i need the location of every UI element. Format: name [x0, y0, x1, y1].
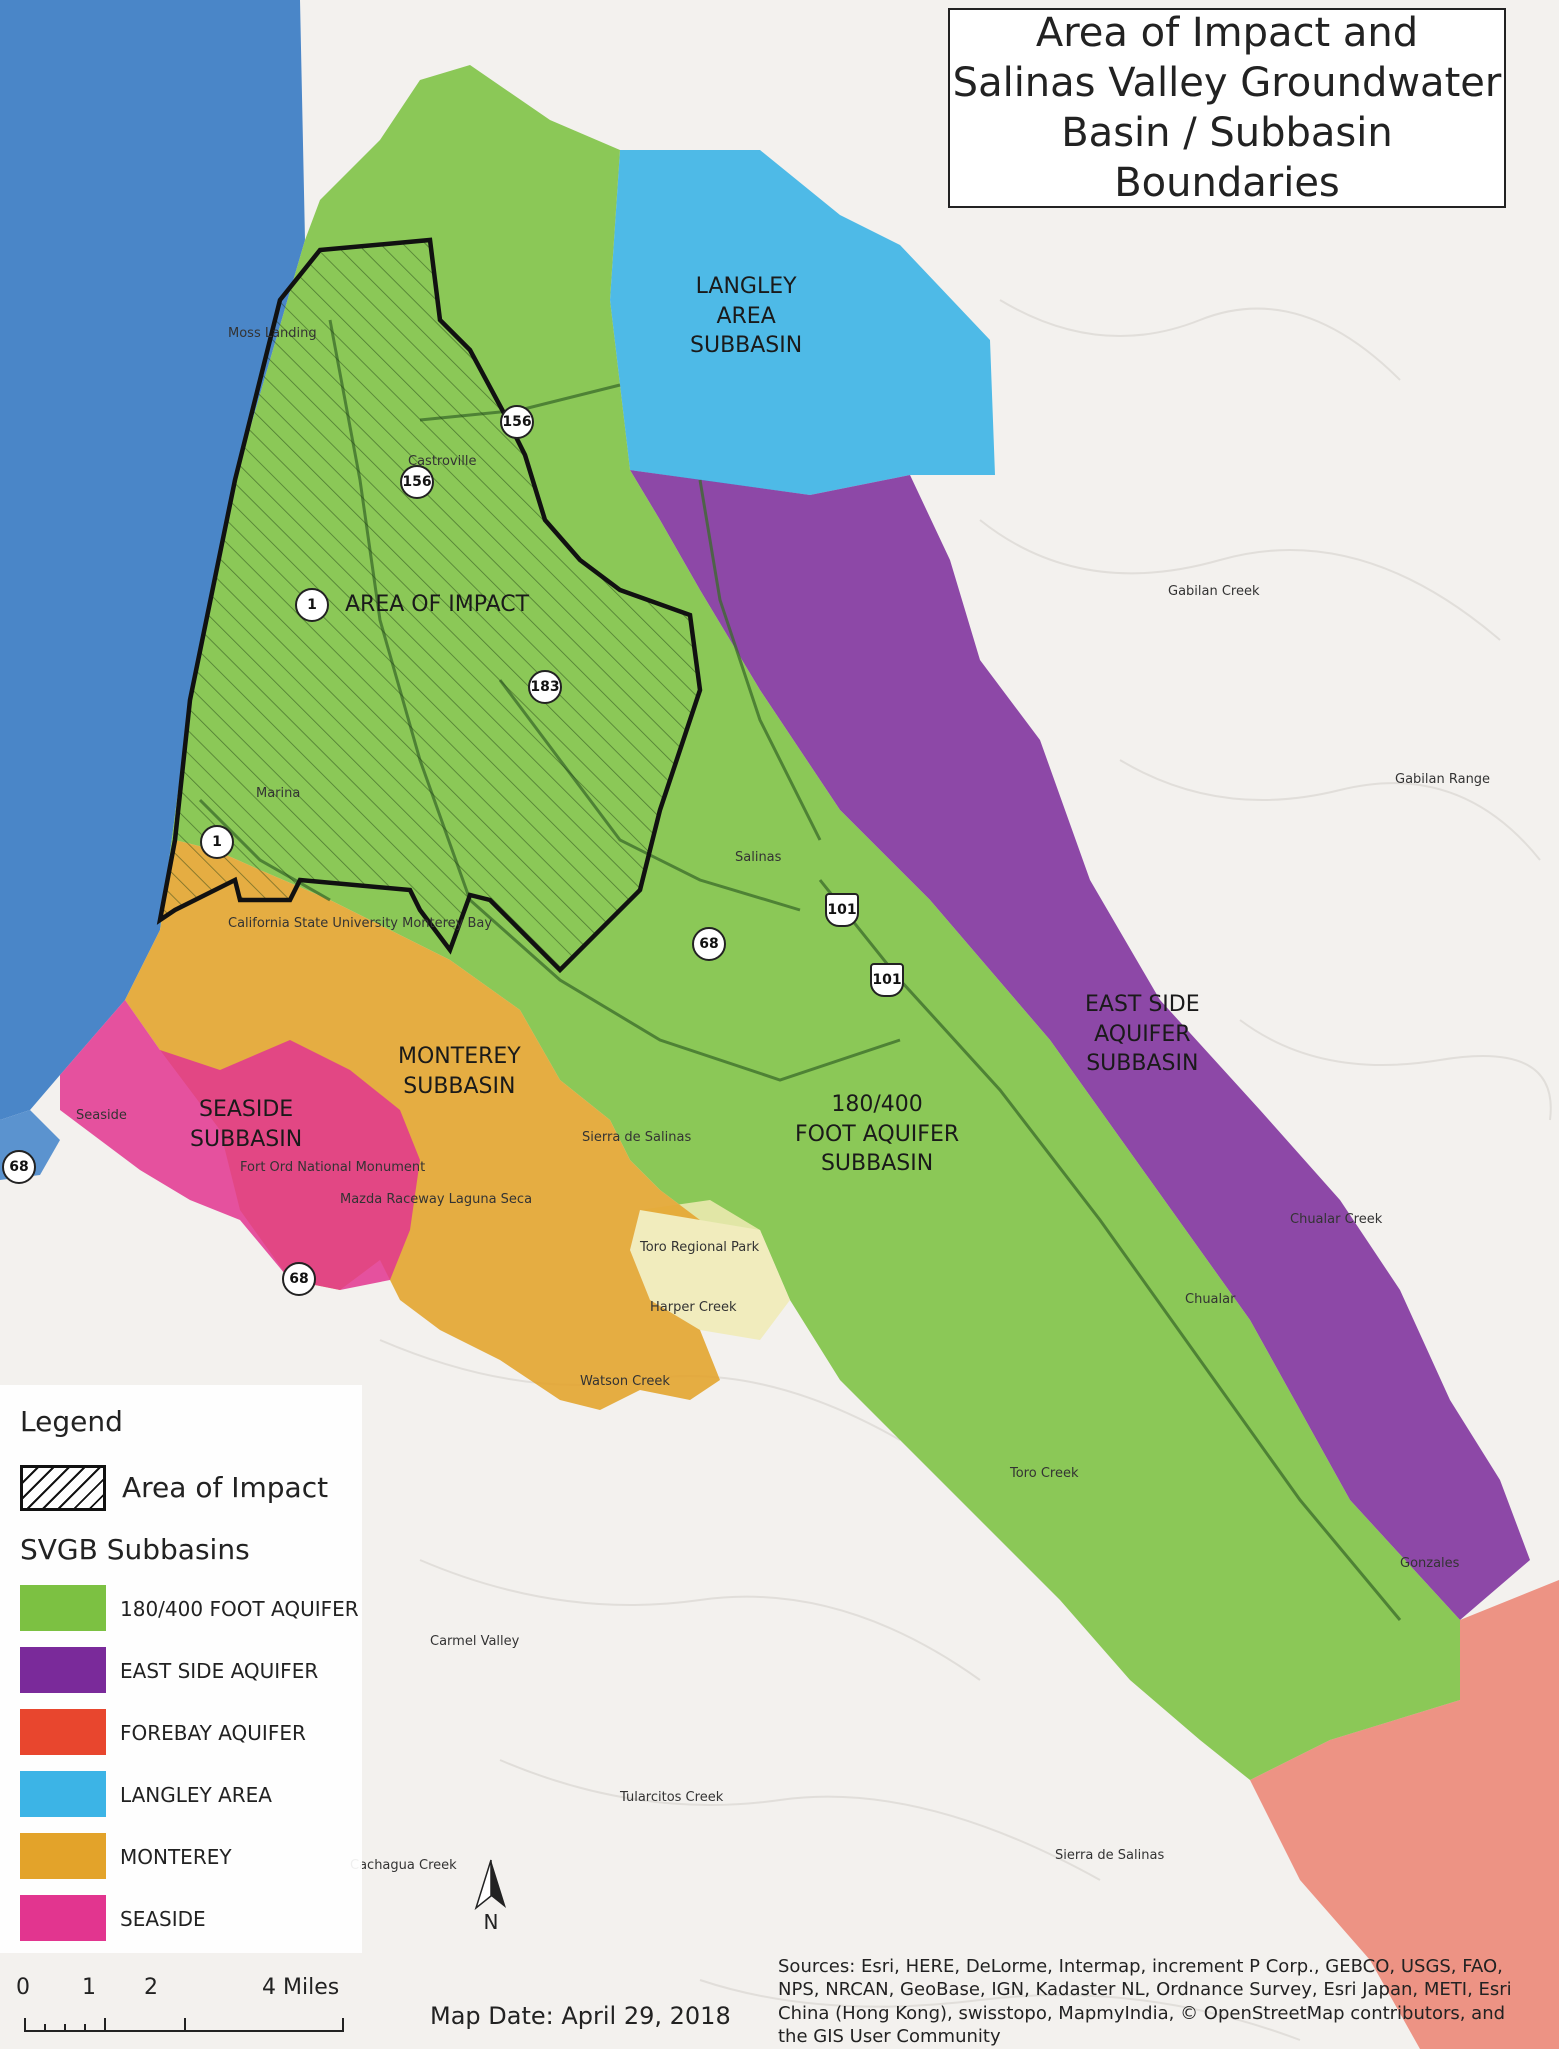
place-label: Gonzales	[1400, 1556, 1460, 1571]
scale-label: 2	[144, 1975, 158, 2000]
toro-regional-park	[630, 1200, 790, 1340]
terrain-relief	[379, 299, 1552, 2041]
place-label: Seaside	[76, 1108, 127, 1123]
scale-bar	[24, 2012, 344, 2032]
route-shield: 1	[295, 588, 329, 622]
north-arrow-icon	[474, 1859, 506, 1910]
place-label: Salinas	[735, 850, 782, 865]
route-shield: 156	[500, 405, 534, 439]
place-label: Chualar	[1185, 1292, 1236, 1307]
place-label: Toro Regional Park	[640, 1240, 760, 1255]
legend-item: EAST SIDE AQUIFER	[20, 1647, 360, 1699]
map-title-line-3: Basin / Subbasin Boundaries	[1061, 110, 1393, 206]
region-label-langley: LANGLEY AREA SUBBASIN	[690, 274, 803, 359]
place-label: Tularcitos Creek	[620, 1790, 724, 1805]
route-shield: 68	[692, 927, 726, 961]
north-label: N	[483, 1910, 499, 1934]
legend-label: FOREBAY AQUIFER	[120, 1721, 306, 1745]
scale-labels: 0 1 2 4 Miles	[16, 1975, 356, 2005]
legend-item: 180/400 FOOT AQUIFER	[20, 1585, 360, 1637]
route-shield: 1	[200, 825, 234, 859]
legend-swatch	[20, 1771, 106, 1817]
place-label: Castroville	[408, 454, 477, 469]
legend-swatch	[20, 1585, 106, 1631]
place-label: Sierra de Salinas	[1055, 1848, 1165, 1863]
place-label: Mazda Raceway Laguna Seca	[340, 1192, 533, 1207]
route-shield: 156	[400, 465, 434, 499]
place-label: Gabilan Creek	[1168, 584, 1260, 599]
area-of-impact-boundary	[156, 237, 703, 974]
region-langley	[610, 150, 995, 495]
legend-label: LANGLEY AREA	[120, 1783, 272, 1807]
legend-label: EAST SIDE AQUIFER	[120, 1659, 319, 1683]
route-shield-us: 101	[825, 893, 859, 927]
scale-label: 4 Miles	[262, 1975, 340, 2000]
legend-title: Legend	[20, 1405, 123, 1438]
place-label: Chualar Creek	[1290, 1212, 1383, 1227]
region-label-monterey: MONTEREY SUBBASIN	[398, 1044, 521, 1099]
scale-label: 1	[82, 1975, 96, 2000]
map-sources: Sources: Esri, HERE, DeLorme, Intermap, …	[778, 1956, 1512, 2048]
route-shield-us: 101	[870, 963, 904, 997]
region-label-seaside: SEASIDE SUBBASIN	[190, 1097, 303, 1152]
place-label: Toro Creek	[1010, 1466, 1079, 1481]
scale-label: 0	[16, 1975, 30, 2000]
place-label: Gabilan Range	[1395, 772, 1491, 787]
legend: Legend Area of Impact SVGB Subbasins 180…	[0, 1385, 362, 1953]
legend-swatch	[20, 1895, 106, 1941]
legend-swatch	[20, 1833, 106, 1879]
region-monterey	[125, 840, 720, 1410]
region-seaside	[60, 1000, 420, 1290]
legend-item: LANGLEY AREA	[20, 1771, 360, 1823]
place-label: Cachagua Creek	[350, 1858, 457, 1873]
route-shield: 183	[528, 670, 562, 704]
region-label-180-400-foot-aquifer: 180/400 FOOT AQUIFER SUBBASIN	[795, 1092, 960, 1177]
legend-label: SEASIDE	[120, 1907, 206, 1931]
legend-swatch	[20, 1647, 106, 1693]
legend-label: MONTEREY	[120, 1845, 232, 1869]
legend-item: SEASIDE	[20, 1895, 360, 1947]
place-label: Carmel Valley	[430, 1634, 520, 1649]
region-label-east-side: EAST SIDE AQUIFER SUBBASIN	[1085, 992, 1200, 1077]
place-label: Fort Ord National Monument	[240, 1160, 426, 1175]
legend-area-of-impact-label: Area of Impact	[122, 1471, 329, 1504]
place-label: Watson Creek	[580, 1374, 670, 1389]
region-forebay	[1250, 1580, 1559, 2049]
map-title-line-1: Area of Impact and	[1035, 10, 1419, 56]
legend-item: FOREBAY AQUIFER	[20, 1709, 360, 1761]
legend-label: 180/400 FOOT AQUIFER	[120, 1597, 359, 1621]
region-east-side	[630, 470, 1530, 1620]
legend-swatch	[20, 1709, 106, 1755]
place-label: Sierra de Salinas	[582, 1130, 692, 1145]
place-label: Marina	[256, 786, 301, 801]
place-label: California State University Monterey Bay	[228, 916, 493, 931]
region-label-area-of-impact: AREA OF IMPACT	[345, 592, 530, 617]
map-title-line-2: Salinas Valley Groundwater	[952, 60, 1502, 106]
place-label: Harper Creek	[650, 1300, 737, 1315]
legend-item: MONTEREY	[20, 1833, 360, 1885]
route-shield: 68	[2, 1150, 36, 1184]
ocean	[0, 0, 305, 1120]
map-date: Map Date: April 29, 2018	[430, 2002, 731, 2030]
map-title: Area of Impact and Salinas Valley Ground…	[948, 8, 1506, 208]
route-shield: 68	[282, 1262, 316, 1296]
place-label: Moss Landing	[228, 326, 317, 341]
legend-subtitle: SVGB Subbasins	[20, 1533, 250, 1566]
north-arrow: N	[466, 1858, 516, 1936]
legend-area-of-impact-swatch	[20, 1465, 106, 1511]
